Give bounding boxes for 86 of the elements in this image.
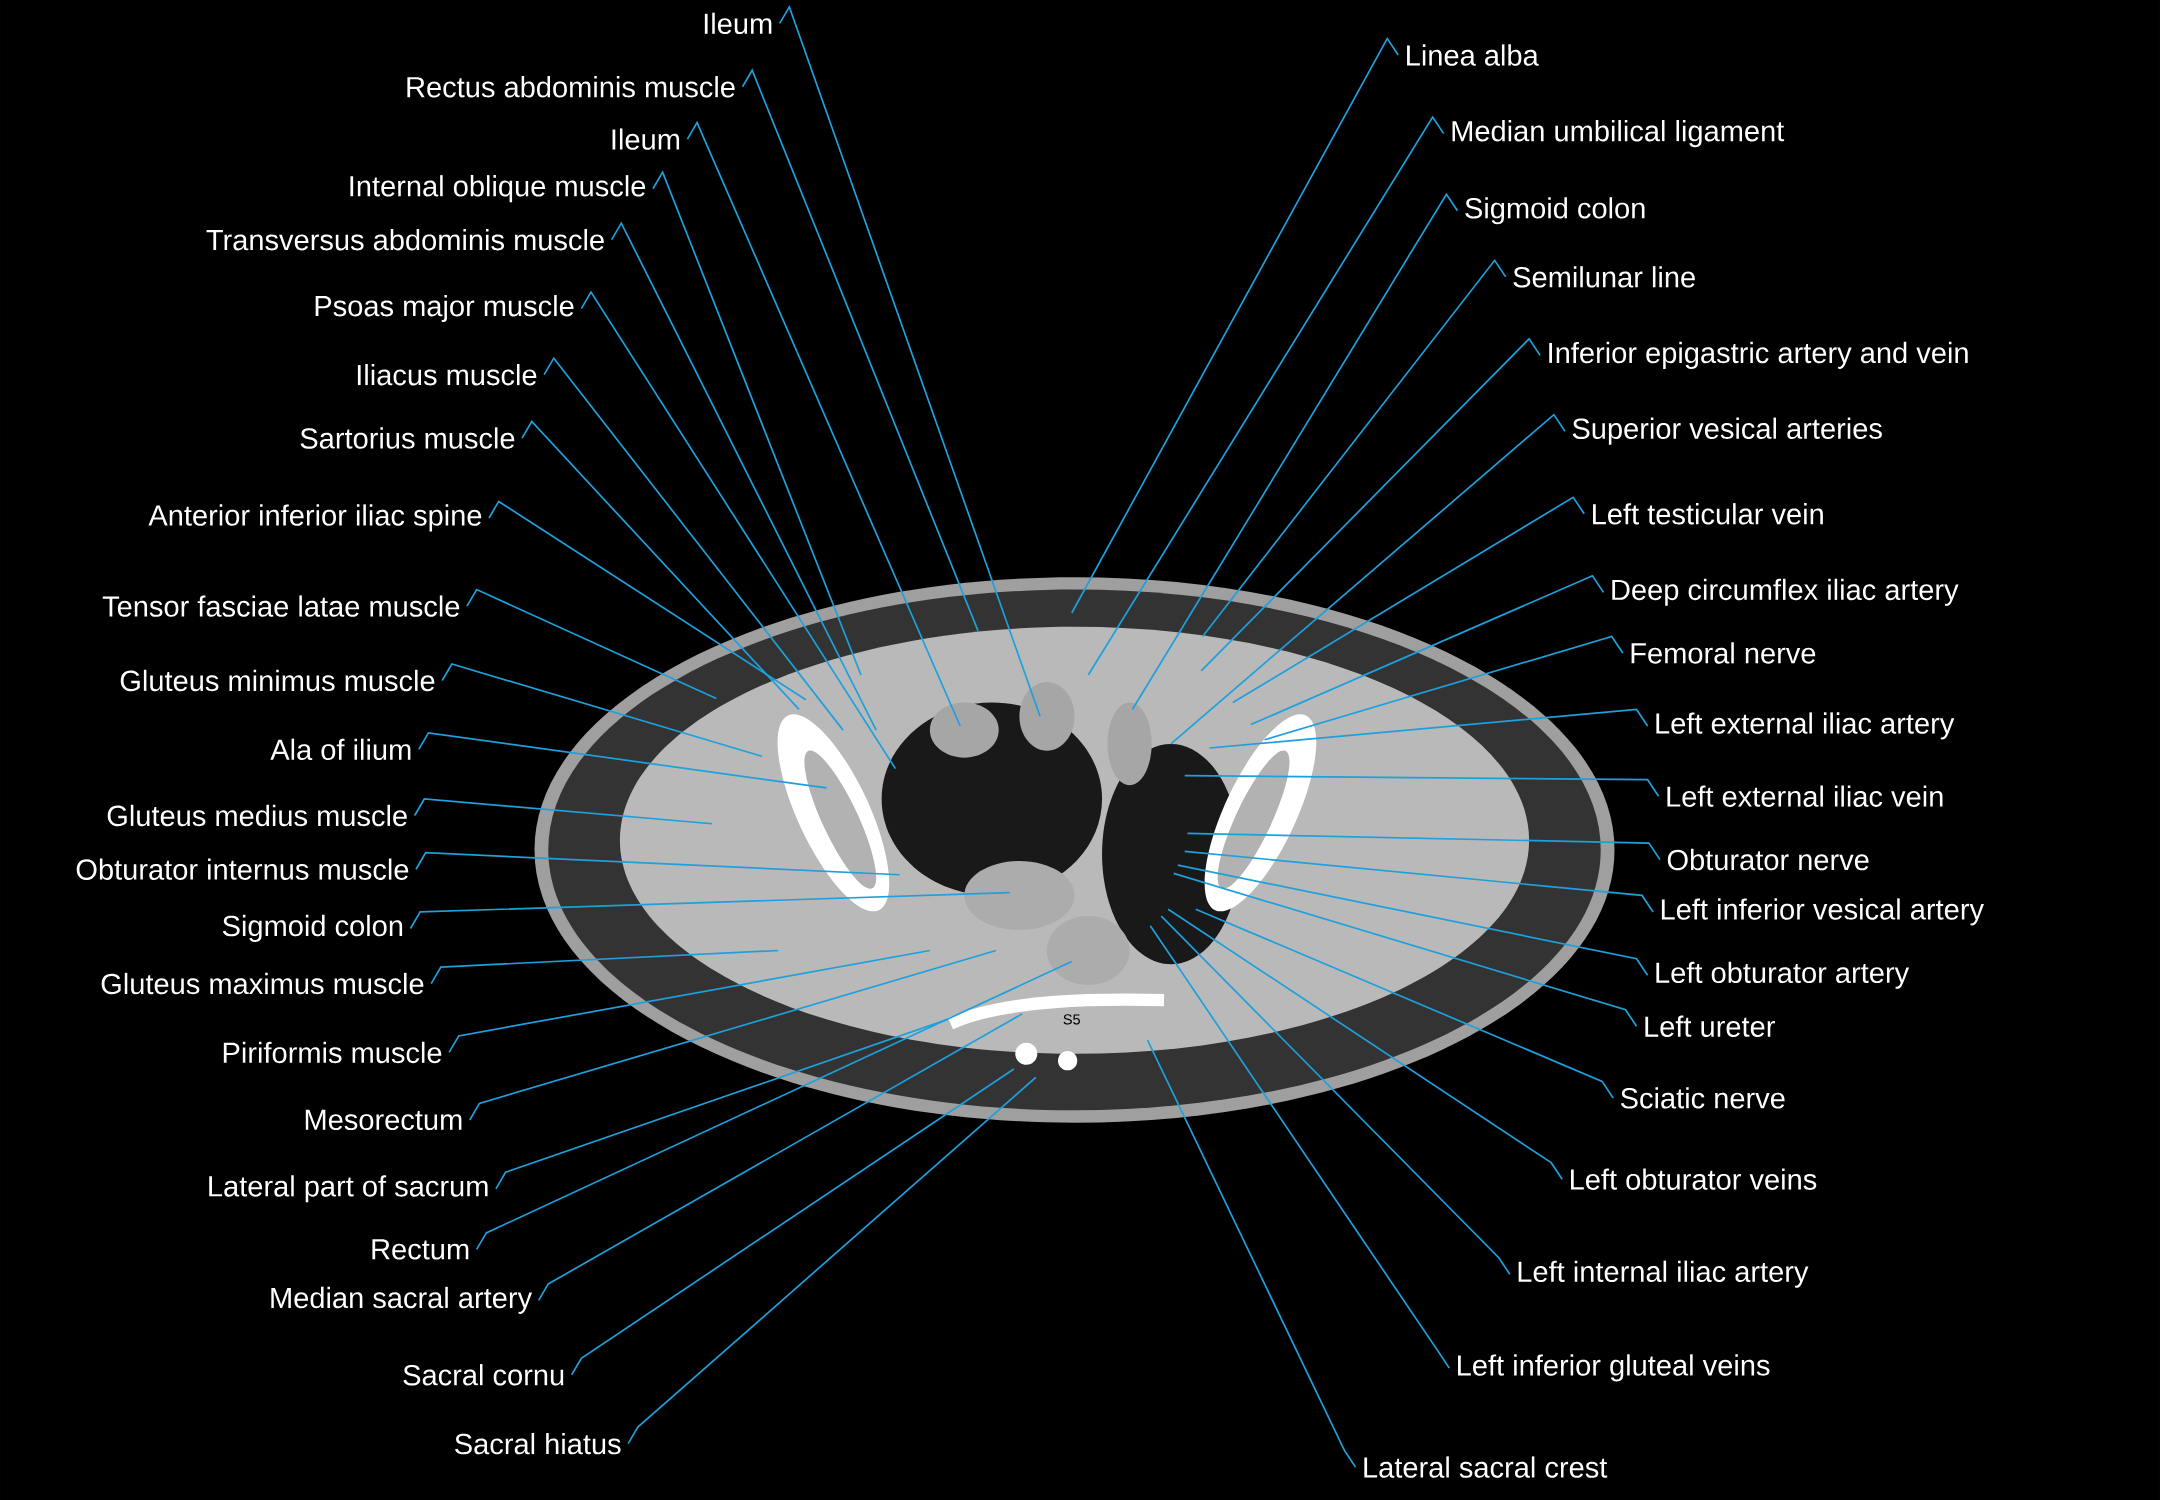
leader-line [652, 170, 862, 676]
label: Linea alba [1407, 44, 1539, 66]
leader-line [627, 1076, 1037, 1445]
leader-line [1176, 864, 1649, 977]
leader-line [778, 4, 1041, 718]
leader-line [1200, 337, 1541, 672]
label: Psoas major muscle [315, 294, 574, 322]
label: Left obturator artery [1656, 961, 1910, 989]
label: Sartorius muscle [300, 427, 515, 449]
leader-line [430, 949, 780, 985]
leader-line [1167, 908, 1563, 1180]
leader-line [1263, 635, 1624, 741]
leader-line [413, 798, 714, 825]
label: Left external iliac vein [1667, 785, 1943, 807]
vertebra-label: S5 [1063, 1014, 1080, 1025]
leader-line [1131, 192, 1459, 711]
label: Left inferior vesical artery [1661, 898, 1984, 926]
label: Lateral part of sacrum [209, 1175, 488, 1203]
leader-line [441, 662, 763, 758]
leader-line [580, 290, 897, 770]
leader-line [1183, 850, 1654, 913]
leader-line [1183, 774, 1660, 797]
label: Mesorectum [305, 1109, 462, 1131]
label: Ileum [704, 12, 772, 35]
label: Rectum [372, 1239, 469, 1260]
leader-line [448, 949, 931, 1054]
leader-line [1087, 115, 1445, 676]
label: Inferior epigastric artery and vein [1549, 341, 1968, 369]
leader-line [466, 588, 718, 700]
leader-line [1250, 574, 1605, 726]
leader-line [475, 960, 1073, 1251]
leader-line [1232, 496, 1586, 704]
leader-line [1149, 924, 1451, 1369]
leader-line [741, 68, 979, 632]
label: Left external iliac artery [1656, 712, 1955, 740]
leader-line [1208, 708, 1649, 749]
leader-line [1172, 872, 1638, 1028]
label: Deep circumflex iliac artery [1612, 578, 1959, 606]
leader-line [610, 221, 877, 731]
leader-line [543, 356, 844, 731]
label: Piriformis muscle [223, 1041, 442, 1064]
leader-line [1146, 1039, 1357, 1468]
leader-line [1170, 413, 1566, 745]
label: Sciatic nerve [1620, 1087, 1785, 1109]
label: Internal oblique muscle [350, 175, 646, 203]
label: Femoral nerve [1631, 642, 1816, 664]
label: Lateral sacral crest [1364, 1456, 1608, 1478]
label: Gluteus medius muscle [107, 804, 407, 827]
label: Sacral hiatus [455, 1432, 621, 1455]
leader-line [468, 949, 997, 1121]
leader-line [1201, 258, 1507, 638]
label: Tensor fasciae latae muscle [102, 595, 460, 617]
label: Left inferior gluteal veins [1458, 1354, 1770, 1382]
label: Superior vesical arteries [1572, 417, 1882, 445]
leader-line [415, 851, 901, 876]
label: Sigmoid colon [222, 914, 403, 942]
leader-line [417, 731, 828, 789]
leader-line [1194, 908, 1614, 1099]
leader-line [488, 500, 807, 701]
leader-line [409, 891, 1011, 930]
leader-line [570, 1068, 1015, 1376]
label: Sigmoid colon [1465, 197, 1645, 225]
label: Gluteus minimus muscle [120, 669, 435, 692]
label: Median umbilical ligament [1452, 119, 1785, 148]
label: Sacral cornu [403, 1364, 564, 1386]
label: Ala of ilium [270, 738, 411, 760]
label: Left testicular vein [1593, 503, 1823, 525]
label: Rectus abdominis muscle [407, 76, 735, 98]
label: Iliacus muscle [357, 363, 537, 386]
label: Median sacral artery [271, 1286, 533, 1314]
label: Obturator internus muscle [76, 858, 409, 880]
label: Left ureter [1645, 1015, 1775, 1037]
leader-line [537, 1012, 1023, 1302]
label: Obturator nerve [1667, 848, 1869, 871]
label: Left obturator veins [1571, 1168, 1817, 1190]
leader-line [1160, 915, 1511, 1276]
label: Transversus abdominis muscle [206, 228, 604, 251]
label: Ileum [612, 128, 680, 150]
label: Left internal iliac artery [1518, 1260, 1809, 1288]
leader-line [521, 420, 800, 711]
label: Gluteus maximus muscle [101, 972, 424, 995]
leader-line [1070, 36, 1400, 614]
label: Anterior inferior iliac spine [148, 504, 482, 532]
leader-line [1186, 832, 1661, 861]
leader-line [686, 120, 961, 727]
label: Semilunar line [1513, 266, 1695, 288]
